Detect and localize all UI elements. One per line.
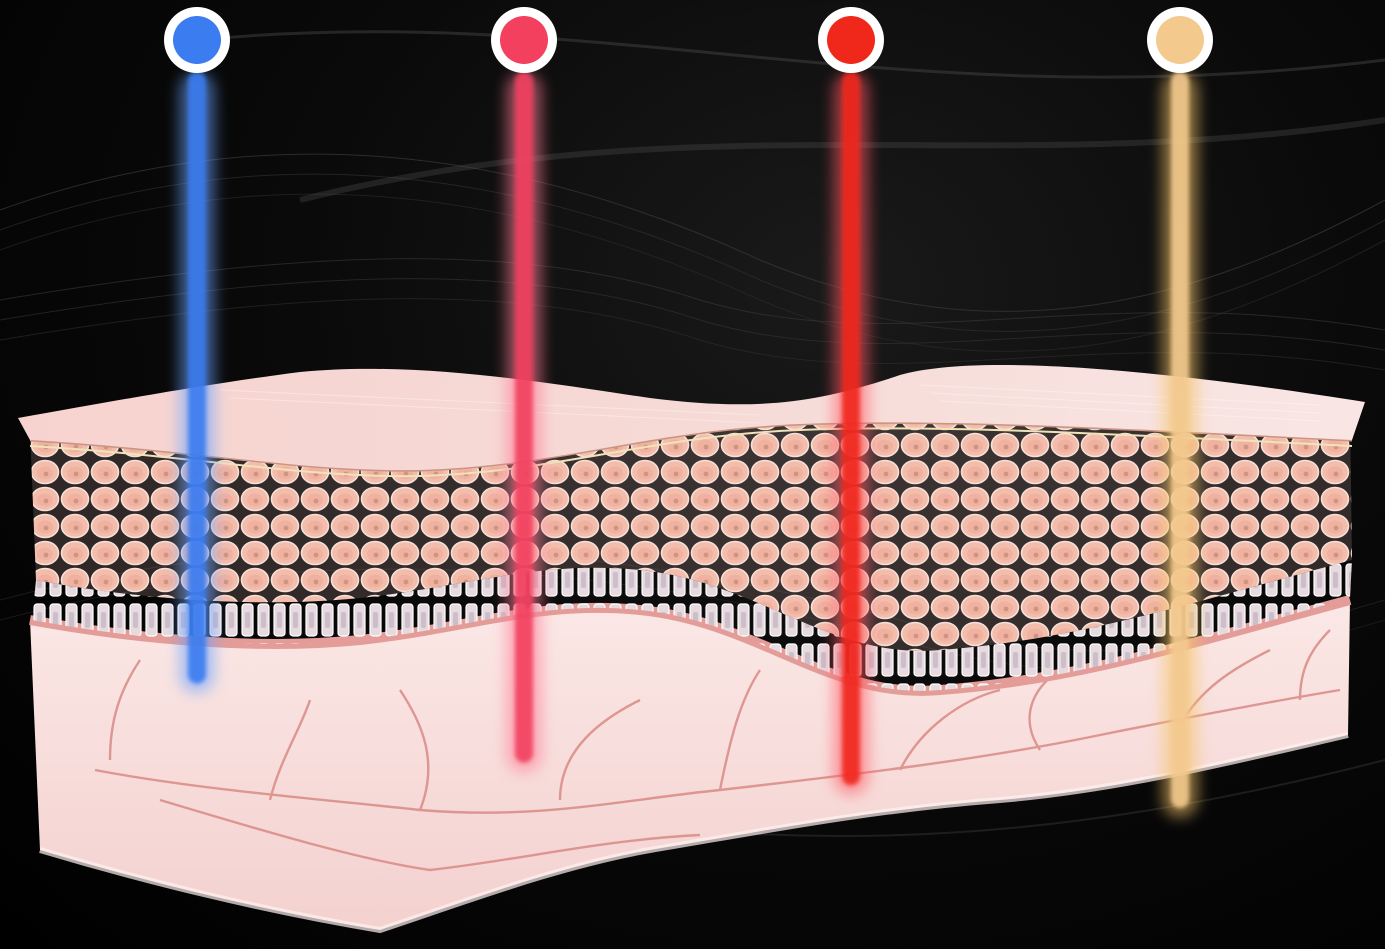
yellow-light-core: [1171, 72, 1189, 808]
red-light-core: [842, 72, 860, 785]
blue-light-core: [188, 72, 206, 684]
red-light-indicator-dot: [827, 16, 875, 64]
pink-light-core: [515, 72, 533, 763]
blue-light-indicator-dot: [173, 16, 221, 64]
yellow-light-indicator-dot: [1156, 16, 1204, 64]
pink-light-indicator-dot: [500, 16, 548, 64]
